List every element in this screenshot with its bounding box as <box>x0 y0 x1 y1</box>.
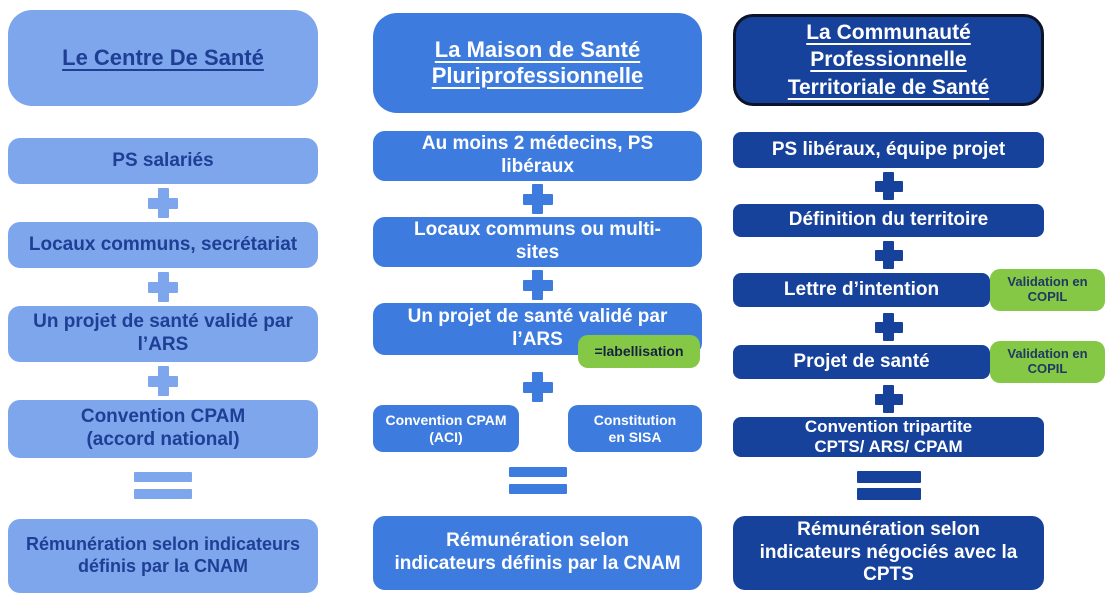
step-label: Lettre d’intention <box>783 278 940 300</box>
msp-pair-row: Convention CPAM (ACI) Constitution en SI… <box>373 405 702 452</box>
cpts-step-ps-liberaux: PS libéraux, équipe projet <box>733 132 1044 168</box>
plus-icon <box>874 385 903 413</box>
labellisation-label: =labellisation <box>594 343 684 360</box>
msp-constitution-sisa-box: Constitution en SISA <box>568 405 702 452</box>
step-label: Définition du territoire <box>788 209 989 231</box>
equals-icon <box>856 471 921 500</box>
cpts-step-projet-sante-row: Projet de santé Validation en COPIL <box>733 341 1105 383</box>
maison-de-sante-header: La Maison de Santé Pluriprofessionnelle <box>373 13 702 113</box>
cpts-title: La Communauté Professionnelle Territoria… <box>787 21 990 99</box>
step-label: Au moins 2 médecins, PS libéraux <box>421 133 654 177</box>
pair-label: Constitution en SISA <box>593 411 677 445</box>
plus-icon <box>522 270 553 300</box>
cpts-step-projet-sante: Projet de santé <box>733 345 990 379</box>
step-label: Un projet de santé validé par l’ARS <box>407 306 668 350</box>
column-maison-de-sante: La Maison de Santé Pluriprofessionnelle … <box>373 13 702 590</box>
step-label: Locaux communs ou multi- sites <box>413 219 662 263</box>
cpts-step-lettre-intention: Lettre d’intention <box>733 273 990 307</box>
validation-copil-tag: Validation en COPIL <box>990 269 1105 311</box>
msp-convention-cpam-aci-box: Convention CPAM (ACI) <box>373 405 519 452</box>
plus-icon <box>522 184 553 214</box>
plus-icon <box>148 188 178 218</box>
cpts-result-box: Rémunération selon indicateurs négociés … <box>733 516 1044 590</box>
pair-label: Convention CPAM (ACI) <box>385 411 507 445</box>
step-label: Un projet de santé validé par l’ARS <box>33 311 293 355</box>
step-label: Projet de santé <box>793 350 930 372</box>
msp-step-deux-medecins: Au moins 2 médecins, PS libéraux <box>373 131 702 181</box>
msp-step-projet-sante-row: Un projet de santé validé par l’ARS =lab… <box>373 303 702 368</box>
column-centre-de-sante: Le Centre De Santé PS salariés Locaux co… <box>8 10 318 593</box>
cds-result-box: Rémunération selon indicateurs définis p… <box>8 519 318 593</box>
equals-icon <box>508 467 567 494</box>
result-label: Rémunération selon indicateurs négociés … <box>759 518 1018 586</box>
step-label: Convention tripartite CPTS/ ARS/ CPAM <box>804 417 973 456</box>
plus-icon <box>874 241 903 269</box>
column-cpts: La Communauté Professionnelle Territoria… <box>733 14 1105 590</box>
validation-copil-label: Validation en COPIL <box>1007 346 1088 376</box>
plus-icon <box>148 272 178 302</box>
maison-de-sante-title: La Maison de Santé Pluriprofessionnelle <box>431 36 644 88</box>
cpts-step-convention-tripartite: Convention tripartite CPTS/ ARS/ CPAM <box>733 417 1044 457</box>
cpts-step-definition-territoire: Définition du territoire <box>733 204 1044 237</box>
cds-step-locaux-communs: Locaux communs, secrétariat <box>8 222 318 268</box>
plus-icon <box>874 313 903 341</box>
msp-result-box: Rémunération selon indicateurs définis p… <box>373 516 702 590</box>
validation-copil-label: Validation en COPIL <box>1007 274 1088 304</box>
validation-copil-tag: Validation en COPIL <box>990 341 1105 383</box>
cpts-step-lettre-intention-row: Lettre d’intention Validation en COPIL <box>733 269 1105 311</box>
cds-step-projet-sante: Un projet de santé validé par l’ARS <box>8 306 318 362</box>
plus-icon <box>522 372 553 402</box>
cds-step-ps-salaries: PS salariés <box>8 138 318 184</box>
msp-step-projet-sante: Un projet de santé validé par l’ARS <box>373 303 702 355</box>
plus-icon <box>148 366 178 396</box>
msp-step-locaux-communs: Locaux communs ou multi- sites <box>373 217 702 267</box>
result-label: Rémunération selon indicateurs définis p… <box>25 534 301 576</box>
plus-icon <box>874 172 903 200</box>
cpts-header: La Communauté Professionnelle Territoria… <box>733 14 1044 106</box>
result-label: Rémunération selon indicateurs définis p… <box>394 530 681 574</box>
centre-de-sante-title: Le Centre De Santé <box>62 44 264 70</box>
step-label: Convention CPAM (accord national) <box>80 406 246 450</box>
labellisation-tag: =labellisation <box>578 335 700 368</box>
centre-de-sante-header: Le Centre De Santé <box>8 10 318 106</box>
step-label: PS salariés <box>112 149 214 171</box>
step-label: PS libéraux, équipe projet <box>771 138 1006 160</box>
step-label: Locaux communs, secrétariat <box>28 233 298 255</box>
equals-icon <box>134 472 192 499</box>
cds-step-convention-cpam: Convention CPAM (accord national) <box>8 400 318 458</box>
